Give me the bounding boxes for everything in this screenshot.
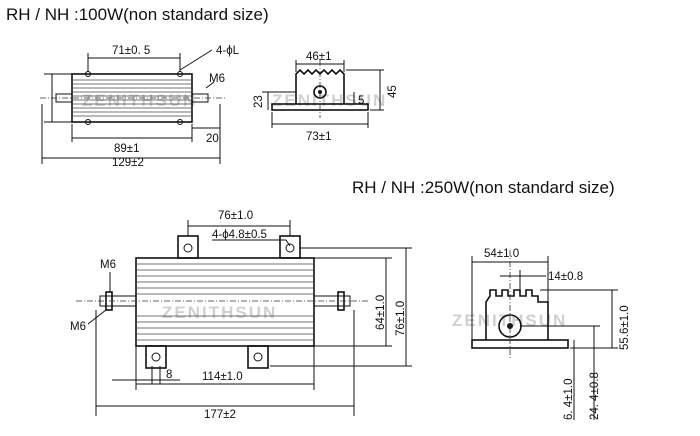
title-100w: RH / NH :100W(non standard size)	[6, 5, 269, 24]
rh250-end-width: 54±1.0	[484, 248, 519, 260]
rh250-w14: 14±0.8	[548, 271, 583, 283]
rh250-tab-bottom-left	[145, 345, 167, 369]
rh100-end-base: 73±1	[306, 131, 332, 143]
rh100-body-length: 89±1	[114, 143, 140, 155]
rh100-total-length: 129±2	[112, 157, 144, 169]
title-250w: RH / NH :250W(non standard size)	[352, 178, 615, 197]
rh250-side-view: 76±1.0 4-ϕ4.8±0.5 M6 M6 64±1.0 76±1.0 8 …	[70, 210, 412, 421]
rh250-h55: 55.6±1.0	[619, 305, 631, 350]
rh250-end-view: 54±1.0 14±0.8 55.6±1.0 6. 4±1.0 24. 4±0.…	[471, 248, 631, 420]
rh100-h45: 45	[387, 85, 399, 98]
rh250-total-length: 177±2	[204, 409, 236, 421]
rh100-side-view: 71±0. 5 4-ϕL M6 89±1 20 129±2	[40, 45, 240, 169]
rh250-tab-bottom-right	[247, 345, 269, 369]
rh250-body	[135, 257, 315, 347]
rh250-body-length: 114±1.0	[202, 371, 243, 383]
rh100-offset: 20	[206, 133, 219, 145]
rh100-end-view: 46±1 23 5 45 73±1	[253, 51, 399, 143]
rh250-base	[471, 339, 569, 349]
rh100-h5: 5	[358, 95, 364, 107]
rh250-hole-spacing: 76±1.0	[218, 210, 253, 222]
rh250-holes-label: 4-ϕ4.8±0.5	[212, 229, 267, 241]
watermark-4: ZENITHSUN	[452, 311, 567, 330]
rh250-h64: 64±1.0	[375, 295, 387, 330]
rh100-holes-label: 4-ϕL	[216, 45, 240, 57]
rh250-w8: 8	[166, 369, 172, 381]
watermark-2: ZENITHSUN	[272, 91, 387, 110]
rh100-hole-spacing: 71±0. 5	[112, 45, 150, 57]
rh250-h24: 24. 4±0.8	[589, 372, 601, 420]
rh250-fin-profile	[485, 289, 549, 340]
watermark-3: ZENITHSUN	[162, 303, 277, 322]
rh250-h76: 76±1.0	[395, 301, 407, 336]
rh250-tab-top-right	[279, 235, 301, 259]
rh100-thread-label: M6	[209, 73, 225, 85]
rh100-end-width: 46±1	[306, 51, 332, 63]
rh250-h6: 6. 4±1.0	[563, 379, 575, 420]
rh100-h23: 23	[253, 95, 265, 108]
watermark-1: ZENITHSUN	[82, 91, 197, 110]
rh250-thread-bottom: M6	[70, 321, 86, 333]
rh250-thread-top: M6	[100, 259, 116, 271]
rh250-tab-top-left	[177, 235, 199, 259]
